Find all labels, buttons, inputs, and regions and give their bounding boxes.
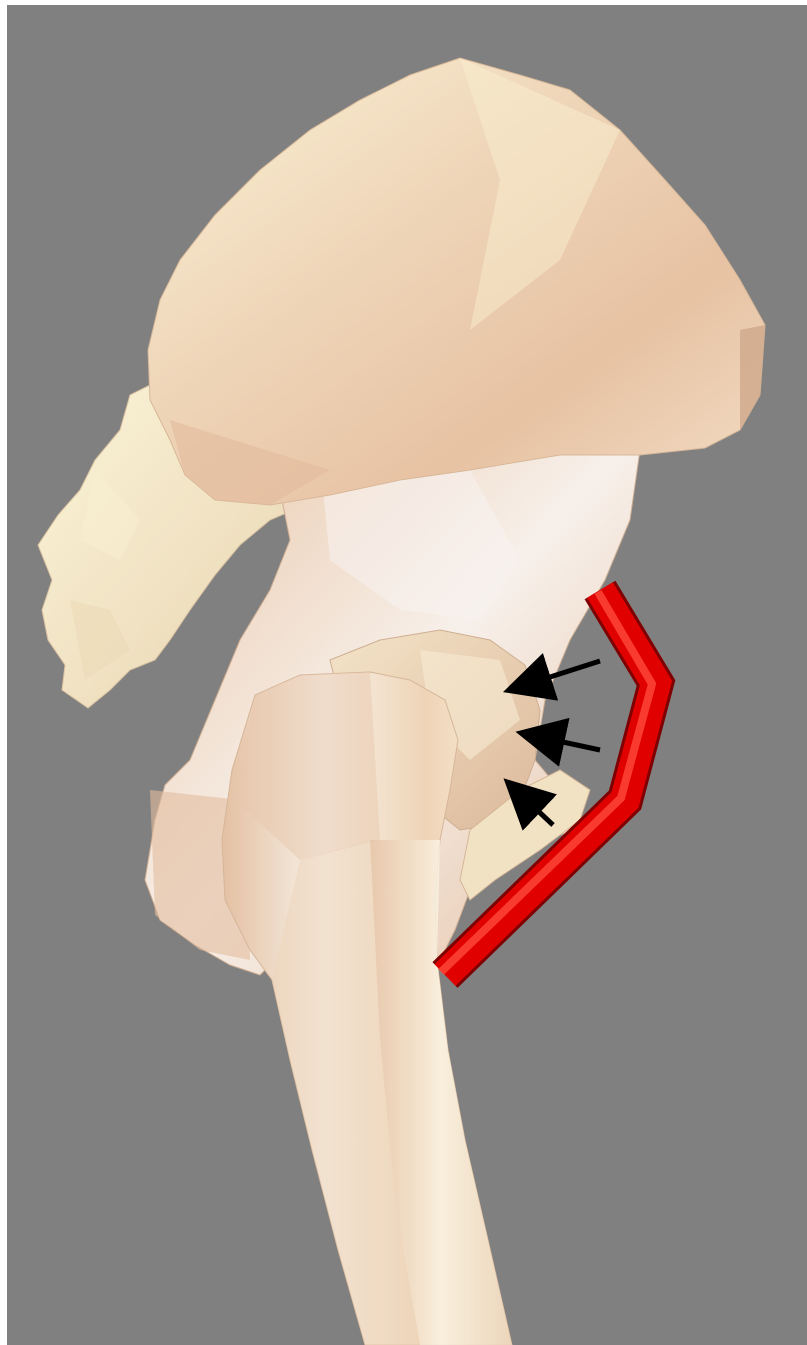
hip-model-scene bbox=[0, 0, 807, 1345]
hip-model-render bbox=[0, 0, 807, 1345]
